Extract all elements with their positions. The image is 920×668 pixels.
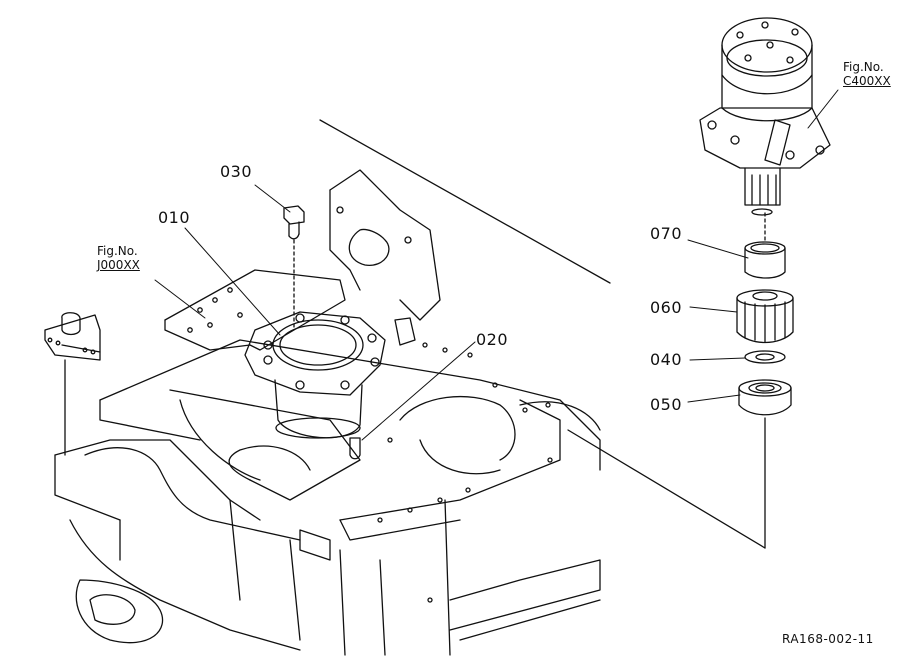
- fig-ref-right-line2: C400XX: [843, 74, 891, 88]
- callout-030: 030: [220, 162, 253, 181]
- fig-ref-right-line1: Fig.No.: [843, 60, 884, 74]
- part-020-pin: [349, 437, 361, 460]
- part-070-bushing: [744, 241, 786, 279]
- fig-ref-left-line1: Fig.No.: [97, 244, 138, 258]
- fig-ref-left: Fig.No. J000XX: [97, 244, 140, 272]
- fig-ref-right: Fig.No. C400XX: [843, 60, 891, 88]
- leader-lines: [154, 89, 839, 441]
- travel-motor: [699, 17, 831, 216]
- part-060-gear: [736, 289, 794, 344]
- callout-040: 040: [650, 350, 683, 369]
- fig-ref-left-line2: J000XX: [97, 258, 140, 272]
- reference-line: [319, 119, 611, 284]
- drawing-code: RA168-002-11: [782, 632, 874, 646]
- part-050-bearing: [738, 379, 792, 416]
- callout-070: 070: [650, 224, 683, 243]
- callout-010: 010: [158, 208, 191, 227]
- part-040-washer: [744, 350, 786, 364]
- hinge-bracket: [44, 312, 101, 456]
- frame-body: [54, 169, 601, 656]
- callout-060: 060: [650, 298, 683, 317]
- callout-050: 050: [650, 395, 683, 414]
- part-010-housing: [244, 311, 386, 439]
- callout-020: 020: [476, 330, 509, 349]
- part-030-bolt: [283, 205, 305, 331]
